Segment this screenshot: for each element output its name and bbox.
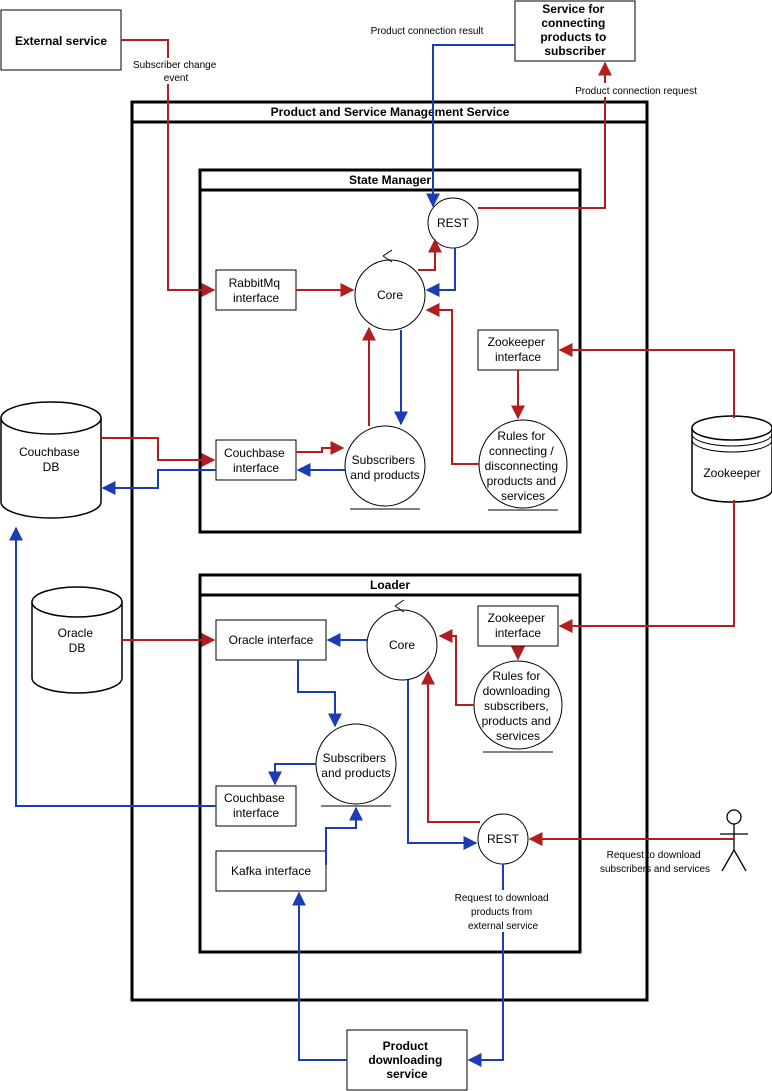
- connect-service-label: Service for connecting products to subsc…: [540, 2, 609, 58]
- sm-rabbitmq-label: RabbitMq interface: [229, 276, 284, 305]
- zookeeper-label: Zookeeper: [703, 466, 760, 480]
- edge-zookeeper-to-sm-zk-if: [558, 343, 735, 418]
- ld-kafka-if-label: Kafka interface: [231, 864, 311, 878]
- edge-sm-cb-if-to-couchbase: [101, 469, 216, 495]
- sm-zookeeper-if-box: Zookeeper interface: [477, 329, 559, 371]
- couchbase-db-label: Couchbase DB: [19, 445, 83, 474]
- couchbase-db-cylinder: Couchbase DB: [0, 401, 102, 519]
- connect-service-box: Service for connecting products to subsc…: [514, 0, 636, 62]
- edge-rest-to-connect-service: [478, 61, 612, 209]
- edge-ld-subscribers-to-ld-cb-if: [268, 763, 316, 786]
- ld-rules-circle: Rules for downloading subscribers, produ…: [473, 660, 563, 753]
- ld-kafka-if-box: Kafka interface: [215, 850, 327, 892]
- loader-container: Loader: [198, 573, 582, 954]
- sm-rules-circle: Rules for connecting / disconnecting pro…: [478, 419, 568, 511]
- loader-title: Loader: [370, 578, 410, 592]
- edge-ld-kafka-to-ld-subscribers: [325, 806, 363, 865]
- zookeeper-cylinder: Zookeeper: [691, 415, 772, 503]
- pasm-title: Product and Service Management Service: [271, 105, 510, 119]
- edge-ld-rest-to-ld-core: [421, 670, 480, 823]
- user-actor-icon: [720, 809, 748, 872]
- sm-rules-label: Rules for connecting / disconnecting pro…: [485, 429, 562, 503]
- ld-core-label: Core: [389, 638, 415, 652]
- label-subscriber-change: Subscriber change event: [128, 58, 224, 84]
- label-connection-result: Product connection result: [371, 26, 484, 37]
- ld-zookeeper-if-box: Zookeeper interface: [477, 605, 559, 647]
- external-service-label: External service: [15, 34, 107, 48]
- edge-sm-cb-if-to-subscribers: [296, 441, 345, 455]
- oracle-db-label: Oracle DB: [58, 626, 97, 655]
- sm-subscribers-circle: Subscribers and products: [344, 425, 426, 510]
- pasm-container: Product and Service Management Service: [130, 100, 649, 1002]
- edge-core-to-rest: [418, 238, 442, 271]
- edge-external-to-rabbitmq: [121, 39, 216, 297]
- label-download-request-external: Request to download products from extern…: [446, 890, 560, 932]
- product-downloading-box: Product downloading service: [346, 1029, 468, 1091]
- external-service-box: External service: [0, 9, 122, 71]
- ld-core-circle: Core: [366, 599, 438, 681]
- svg-text:Product connection request: Product connection request: [575, 86, 697, 97]
- sm-core-circle: Core: [354, 249, 426, 331]
- sm-rabbitmq-box: RabbitMq interface: [215, 269, 297, 311]
- edge-connect-service-result-to-rest: [426, 44, 515, 208]
- sm-rest-circle: REST: [427, 197, 479, 249]
- ld-oracle-if-label: Oracle interface: [229, 633, 314, 647]
- edge-couchbase-to-sm-cb-if: [101, 437, 216, 467]
- state-manager-title: State Manager: [349, 173, 431, 187]
- sm-zookeeper-if-label: Zookeeper interface: [488, 335, 549, 364]
- svg-text:Subscriber change event: Subscriber change event: [133, 60, 219, 84]
- sm-rest-label: REST: [437, 216, 470, 230]
- edge-rest-to-core: [425, 248, 456, 297]
- ld-rest-circle: REST: [477, 813, 529, 865]
- ld-oracle-if-box: Oracle interface: [215, 619, 327, 661]
- ld-subscribers-circle: Subscribers and products: [315, 723, 397, 807]
- sm-core-label: Core: [377, 288, 403, 302]
- ld-couchbase-if-label: Couchbase interface: [224, 791, 288, 820]
- product-downloading-label: Product downloading service: [368, 1039, 445, 1081]
- edge-ld-rules-to-ld-core: [438, 629, 474, 706]
- ld-subscribers-label: Subscribers and products: [321, 751, 390, 780]
- ld-couchbase-if-box: Couchbase interface: [215, 785, 297, 827]
- edge-ld-core-to-ld-rest: [407, 680, 478, 850]
- edge-ld-cb-if-to-couchbase: [9, 526, 216, 807]
- edge-zookeeper-to-ld-zk-if: [558, 500, 735, 633]
- ld-rules-label: Rules for downloading subscribers, produ…: [482, 669, 555, 743]
- oracle-db-cylinder: Oracle DB: [31, 586, 123, 694]
- sm-subscribers-label: Subscribers and products: [350, 453, 419, 482]
- ld-zookeeper-if-label: Zookeeper interface: [488, 611, 549, 640]
- svg-text:Request to download prod: Request to download products from extern…: [455, 893, 552, 932]
- label-connection-request: Product connection request: [566, 83, 706, 97]
- edge-rules-to-core: [425, 303, 479, 465]
- edge-product-downloading-to-kafka: [292, 891, 347, 1061]
- edge-oracle-if-to-ld-subscribers: [297, 660, 342, 728]
- sm-couchbase-if-label: Couchbase interface: [224, 446, 288, 475]
- label-download-request-actor: Request to download subscribers and serv…: [600, 850, 710, 875]
- ld-rest-label: REST: [487, 832, 520, 846]
- sm-couchbase-if-box: Couchbase interface: [215, 439, 297, 481]
